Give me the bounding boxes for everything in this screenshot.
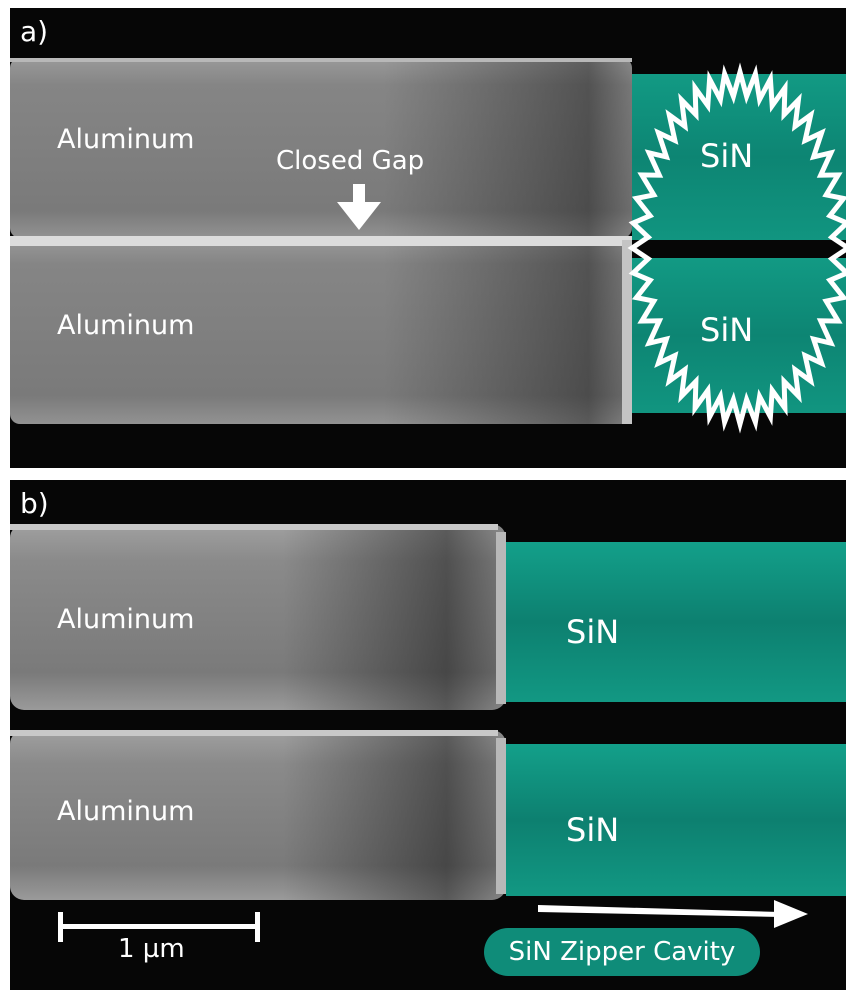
sin-beam-bottom-b: [506, 744, 846, 896]
aluminum-beam-bottom: [10, 236, 632, 424]
panel-a: a) Aluminum Aluminum Closed Gap SiN SiN: [10, 8, 846, 468]
sin-label-bottom-b: SiN: [566, 811, 620, 849]
sin-label-top-b: SiN: [566, 613, 620, 651]
starburst-outline-icon: [627, 62, 846, 434]
aluminum-label-bottom: Aluminum: [57, 310, 195, 341]
aluminum-label-top: Aluminum: [57, 124, 195, 155]
aluminum-beam-top-b: [10, 524, 506, 710]
sin-beam-top-b: [506, 542, 846, 702]
aluminum-beam-top: [10, 58, 632, 238]
panel-b: b) Aluminum Aluminum SiN SiN 1 µm SiN Zi…: [10, 480, 846, 990]
sin-zipper-cavity-label: SiN Zipper Cavity: [484, 928, 760, 976]
scale-bar-label: 1 µm: [118, 934, 185, 964]
aluminum-label-bottom-b: Aluminum: [57, 796, 195, 827]
arrow-down-icon: [337, 184, 381, 230]
panel-b-label: b): [20, 487, 49, 520]
sin-label-top: SiN: [700, 137, 754, 175]
aluminum-label-top-b: Aluminum: [57, 604, 195, 635]
closed-gap-label: Closed Gap: [276, 146, 425, 176]
panel-a-label: a): [20, 15, 49, 48]
sin-label-bottom: SiN: [700, 311, 754, 349]
panel-b-scene: [10, 524, 846, 942]
arrow-right-icon: [538, 900, 808, 928]
sin-beam-bottom: [632, 258, 846, 413]
scale-bar: [58, 912, 260, 942]
aluminum-beam-bottom-b: [10, 730, 506, 900]
panel-a-scene: [10, 58, 846, 434]
